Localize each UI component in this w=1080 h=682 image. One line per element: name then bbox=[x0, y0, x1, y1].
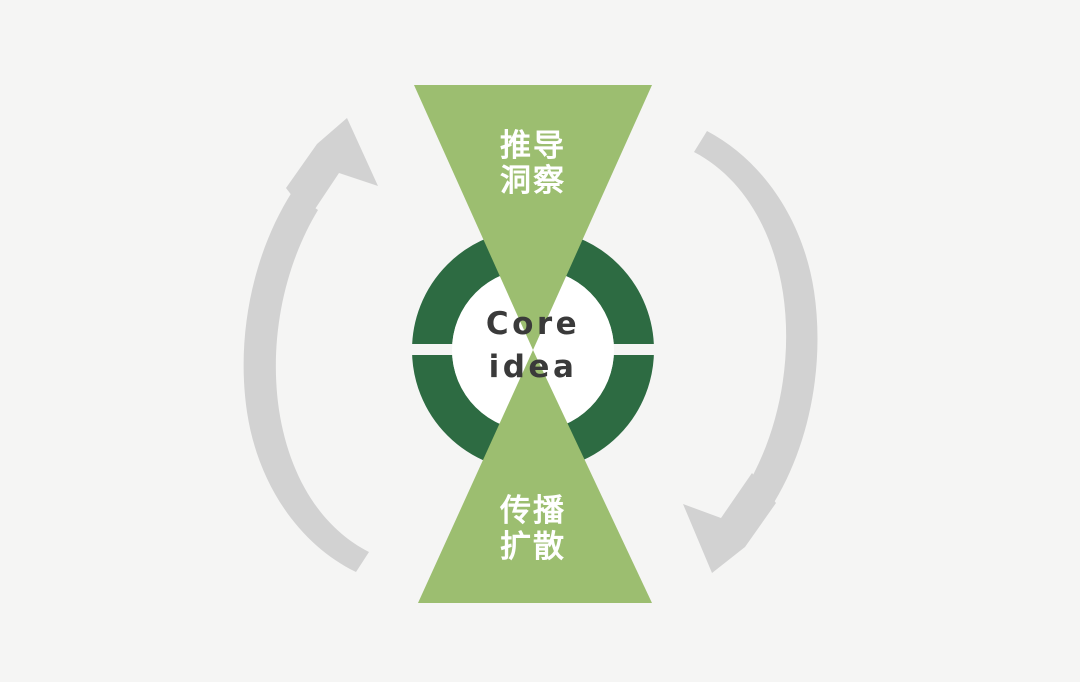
right-arrow bbox=[683, 131, 818, 573]
top-wedge-triangle bbox=[414, 85, 652, 350]
ring-gap-right bbox=[607, 344, 661, 355]
bottom-wedge-label-line1: 传播 bbox=[499, 493, 566, 529]
bottom-wedge-triangle bbox=[418, 350, 652, 603]
left-arrow-head bbox=[286, 118, 378, 218]
left-arrow bbox=[243, 118, 378, 572]
bottom-wedge-label-line2: 扩散 bbox=[500, 529, 566, 565]
ring-gap-left bbox=[405, 344, 459, 355]
core-label-line2: idea bbox=[489, 349, 578, 385]
left-arrow-shaft bbox=[243, 192, 369, 572]
right-arrow-head bbox=[683, 473, 776, 573]
core-label-line1: Core bbox=[486, 306, 580, 342]
right-arrow-shaft bbox=[694, 131, 818, 509]
top-wedge-label-line1: 推导 bbox=[500, 128, 566, 164]
top-wedge-label-line2: 洞察 bbox=[500, 163, 566, 199]
